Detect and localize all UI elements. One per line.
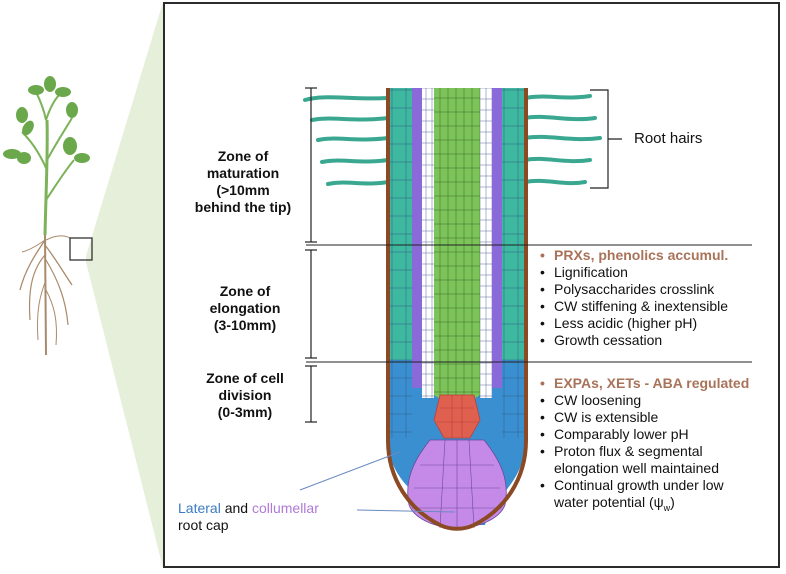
root-cap-label: Lateral and collumellar root cap — [178, 500, 319, 534]
list-item: CW stiffening & inextensible — [540, 298, 780, 315]
list-item-continued: elongation well maintained — [554, 460, 719, 476]
list-item: CW loosening — [540, 392, 780, 409]
collumellar-cap-text: collumellar — [251, 500, 319, 516]
division-notes: EXPAs, XETs - ABA regulated CW loosening… — [540, 375, 780, 517]
list-item: Polysaccharides crosslink — [540, 281, 780, 298]
list-item: CW is extensible — [540, 409, 780, 426]
lateral-cap-text: Lateral — [178, 500, 221, 516]
list-item: Lignification — [540, 264, 780, 281]
root-hairs-left — [303, 95, 390, 186]
zone-maturation-label: Zone of maturation (>10mm behind the tip… — [194, 148, 292, 215]
root-hairs-right — [523, 94, 602, 186]
list-item: Comparably lower pH — [540, 426, 780, 443]
and-text: and — [220, 500, 252, 516]
zoom-box — [69, 237, 93, 261]
root-hairs-bracket — [590, 89, 622, 189]
zoom-wedge — [86, 2, 163, 568]
list-item: Less acidic (higher pH) — [540, 315, 780, 332]
list-item-continued: water potential (ψw) — [554, 494, 675, 513]
list-item: Growth cessation — [540, 332, 780, 349]
root-hairs-label: Root hairs — [634, 130, 703, 147]
list-item: Proton flux & segmental — [540, 443, 780, 460]
zone-elongation-label: Zone of elongation (3-10mm) — [209, 283, 281, 333]
elongation-notes-heading: PRXs, phenolics accumul. — [540, 247, 780, 264]
zone-division-label: Zone of cell division (0-3mm) — [206, 370, 284, 420]
root-cap-text: root cap — [178, 517, 229, 533]
list-item: Continual growth under low — [540, 477, 780, 494]
root-outline — [386, 88, 528, 531]
division-notes-heading: EXPAs, XETs - ABA regulated — [540, 375, 780, 392]
elongation-notes: PRXs, phenolics accumul. Lignification P… — [540, 247, 780, 349]
